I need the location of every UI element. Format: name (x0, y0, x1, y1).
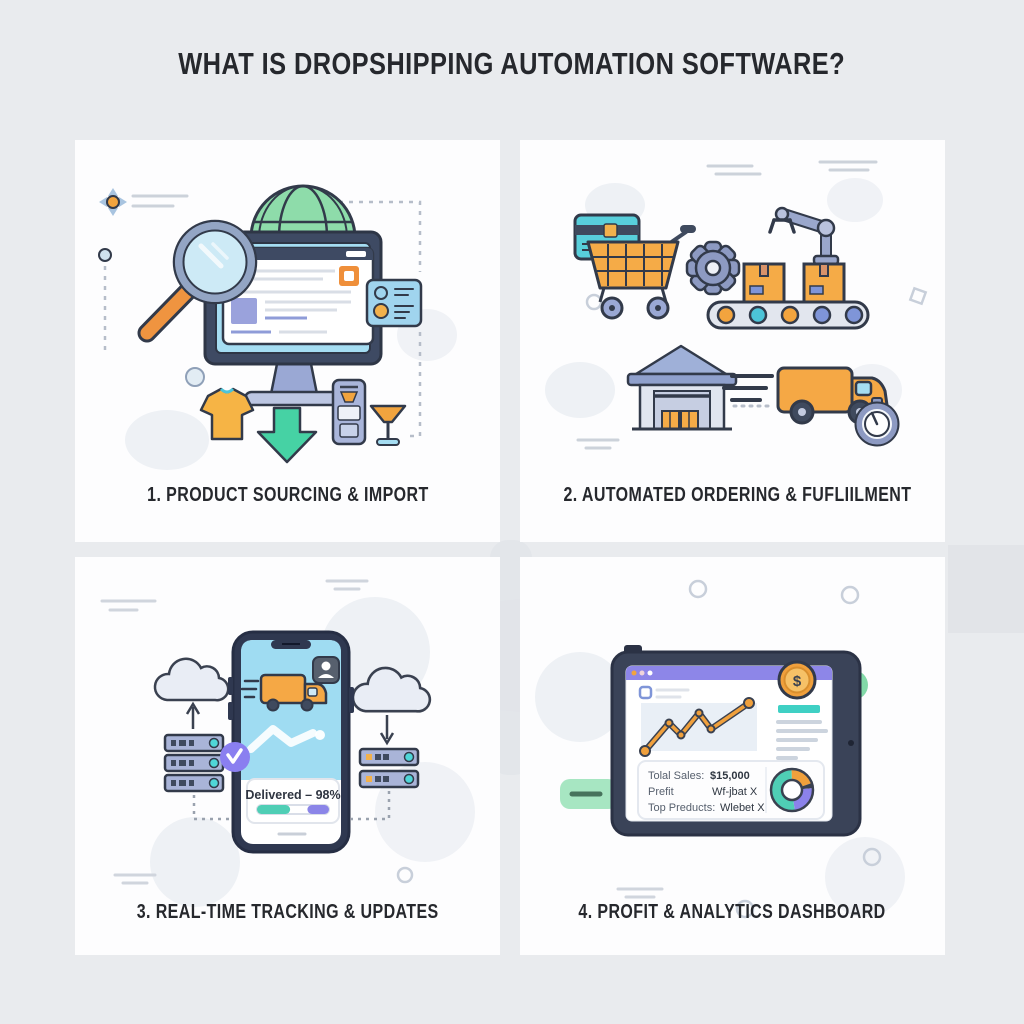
deco-lines (576, 160, 878, 450)
phone-side-button (349, 687, 354, 713)
deco-ring (735, 899, 755, 919)
sync-check-badge (220, 742, 250, 772)
deco-lines (616, 887, 664, 899)
route-path (247, 725, 325, 753)
product-thumbnail (231, 298, 257, 324)
automated-ordering-illustration (545, 160, 928, 450)
avatar (312, 656, 340, 684)
panel-caption: 2. AUTOMATED ORDERING & FUFLIILMENT (520, 484, 945, 507)
server-stack-icon (358, 747, 420, 789)
dashed-connector (351, 791, 391, 821)
product-list-phone-icon (331, 378, 367, 446)
progress-fill-purple (307, 805, 329, 814)
upload-arrow-icon (185, 701, 201, 729)
phone-side-button (228, 677, 233, 695)
package-box-icon (802, 262, 846, 304)
coin-icon: $ (777, 660, 817, 700)
stat-value: Wf-jbat X (712, 786, 758, 798)
trend-line (643, 701, 751, 753)
stopwatch-icon (854, 397, 900, 447)
id-card-icon (365, 278, 423, 328)
trend-dots (639, 697, 755, 757)
summary-lines (776, 705, 828, 760)
gear-icon (685, 240, 741, 296)
cloud-icon (153, 657, 230, 702)
deco-ring (840, 585, 860, 605)
warehouse-icon (626, 344, 738, 431)
add-to-cart-button (339, 266, 359, 286)
browser-address-pill (346, 251, 366, 257)
checkbox-icon (638, 685, 653, 700)
download-arrow-icon (379, 715, 395, 746)
conveyor-belt-icon (706, 300, 870, 330)
product-sourcing-illustration (98, 184, 457, 470)
deco-node (185, 367, 205, 387)
caption-text: 1. PRODUCT SOURCING & IMPORT (146, 484, 429, 506)
magnifier-icon (137, 219, 258, 343)
stats-card: Tolal Sales: $15,000 Prefit Wf-jbat X To… (637, 760, 825, 820)
server-stack-icon (163, 733, 225, 793)
panel-caption: 4. PROFIT & ANALYTICS DASHBOARD (520, 901, 945, 924)
dashed-connector (407, 332, 422, 438)
stat-label: Tolal Sales: (648, 770, 704, 782)
stat-label: Top Preducts: (648, 802, 715, 814)
analytics-illustration: Tolal Sales: $15,000 Prefit Wf-jbat X To… (535, 579, 905, 919)
donut-segments (771, 769, 813, 811)
tracking-illustration: Delivered – 98% (100, 579, 475, 907)
panel-product-sourcing: 1. PRODUCT SOURCING & IMPORT (75, 140, 500, 542)
stat-value: $15,000 (710, 770, 750, 782)
progress-fill-teal (257, 805, 291, 814)
robot-arm-icon (768, 206, 840, 268)
deco-blob (827, 178, 883, 222)
deco-ring (688, 579, 708, 599)
tablet-camera (848, 740, 854, 746)
deco-lines (100, 579, 369, 885)
donut-chart (769, 767, 815, 813)
deco-blob (825, 837, 905, 917)
caption-text: 4. PROFIT & ANALYTICS DASHBOARD (578, 901, 887, 923)
dashed-connector (339, 200, 422, 272)
deco-node (98, 248, 112, 262)
download-arrow-icon (256, 406, 318, 464)
browser-window (221, 246, 375, 346)
green-accent-tab (560, 779, 618, 809)
deco-blob (545, 362, 615, 418)
background-watermark (948, 545, 1024, 633)
package-box-icon (742, 262, 786, 304)
deco-ring (585, 293, 603, 311)
shopping-cart-icon (586, 225, 696, 320)
delivery-status-text: Delivered – 98% (245, 788, 340, 802)
coin-symbol: $ (793, 673, 802, 690)
deco-ring (862, 847, 882, 867)
delivery-status-card: Delivered – 98% (245, 778, 341, 824)
target-node-icon (99, 188, 127, 216)
deco-lines (131, 194, 189, 208)
tracking-phone: Delivered – 98% (228, 630, 354, 854)
deco-blob (535, 652, 625, 742)
stat-value: Wlebet X (720, 802, 765, 814)
caption-text: 3. REAL-TIME TRACKING & UPDATES (136, 901, 439, 923)
panel-caption: 3. REAL-TIME TRACKING & UPDATES (75, 901, 500, 924)
panel-realtime-tracking: Delivered – 98% 3. REAL-TIME TRACKING & … (75, 557, 500, 955)
goblet-icon (369, 404, 407, 446)
trend-chart (639, 697, 757, 757)
page-title: WHAT IS DROPSHIPPING AUTOMATION SOFTWARE… (0, 46, 1024, 82)
panel-analytics-dashboard: Tolal Sales: $15,000 Prefit Wf-jbat X To… (520, 557, 945, 955)
dashed-connector (192, 795, 231, 821)
deco-diamond (908, 286, 928, 306)
truck-icon (240, 673, 328, 712)
panel-automated-ordering: 2. AUTOMATED ORDERING & FUFLIILMENT (520, 140, 945, 542)
caption-text: 2. AUTOMATED ORDERING & FUFLIILMENT (563, 484, 912, 506)
panel-caption: 1. PRODUCT SOURCING & IMPORT (75, 484, 500, 507)
phone-side-button (228, 702, 233, 720)
deco-blob (150, 817, 240, 907)
analytics-tablet: Tolal Sales: $15,000 Prefit Wf-jbat X To… (610, 645, 862, 837)
deco-blob (125, 410, 209, 470)
tshirt-icon (199, 387, 255, 441)
stat-label: Prefit (648, 786, 674, 798)
page-title-text: WHAT IS DROPSHIPPING AUTOMATION SOFTWARE… (178, 46, 846, 81)
deco-ring (396, 866, 414, 884)
